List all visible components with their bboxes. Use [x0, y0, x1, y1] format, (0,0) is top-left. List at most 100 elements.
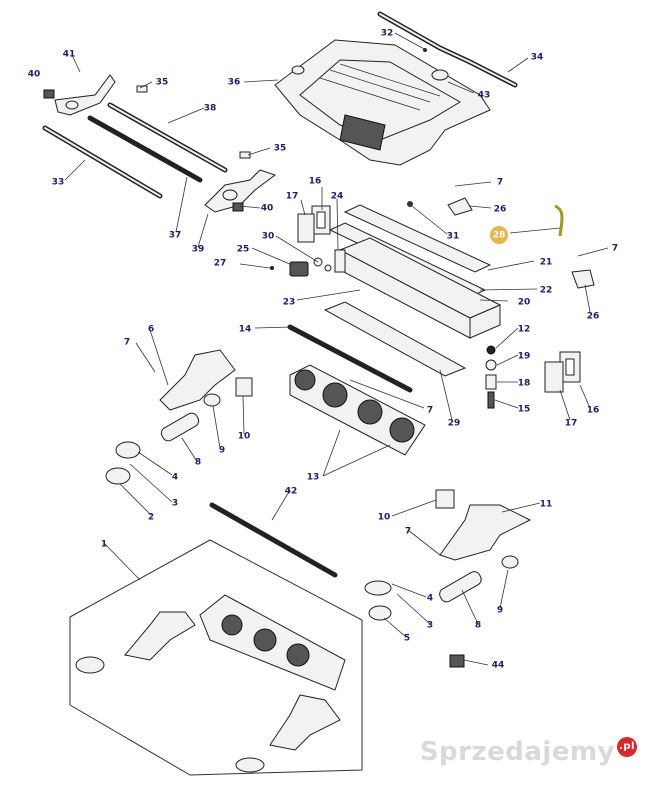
callout-7: 7 [612, 244, 618, 254]
callout-1: 1 [101, 540, 107, 550]
callout-40: 40 [261, 204, 274, 214]
callout-19: 19 [518, 352, 531, 362]
callout-10: 10 [238, 432, 251, 442]
callout-31: 31 [447, 232, 460, 242]
callout-7: 7 [497, 178, 503, 188]
hose-fitting-part-26a [447, 197, 473, 216]
callout-33: 33 [52, 178, 65, 188]
duct-frame-part-17b [544, 361, 564, 393]
callout-8: 8 [475, 621, 481, 631]
callout-14: 14 [239, 325, 252, 335]
gasket-part-8b [439, 571, 482, 603]
callout-3: 3 [172, 499, 178, 509]
callout-10: 10 [378, 513, 391, 523]
clip-part-40b [232, 202, 244, 212]
callout-37: 37 [169, 231, 182, 241]
duct-frame-part-16b [559, 351, 581, 383]
callout-26: 26 [494, 205, 507, 215]
callout-20: 20 [518, 298, 531, 308]
gasket-part-8a [160, 412, 200, 442]
seal-strip-part-42 [209, 502, 338, 578]
callout-4: 4 [427, 594, 433, 604]
roof-panel-part-36 [274, 39, 491, 166]
callout-16: 16 [587, 406, 600, 416]
callout-28-badge [490, 226, 508, 244]
callout-44: 44 [492, 661, 505, 671]
callout-26: 26 [587, 312, 600, 322]
callout-7: 7 [427, 406, 433, 416]
bracket-part-41 [54, 74, 116, 116]
screw-part-27 [270, 266, 274, 270]
callout-9: 9 [497, 606, 503, 616]
callout-12: 12 [518, 325, 531, 335]
clip-part-35a [136, 85, 148, 93]
callout-23: 23 [283, 298, 296, 308]
hose-part-28 [554, 204, 564, 237]
tray-part-29 [323, 301, 467, 377]
ring-part-9a [203, 393, 221, 407]
callout-27: 27 [214, 259, 227, 269]
callout-34: 34 [531, 53, 544, 63]
callout-18: 18 [518, 379, 531, 389]
watermark: Sprzedajemy.pl [420, 737, 637, 767]
callout-40: 40 [28, 70, 41, 80]
callout-3: 3 [427, 621, 433, 631]
leader-lines [64, 32, 609, 666]
valve-stack-part-12-19-18-15 [485, 345, 497, 409]
clip-part-44 [449, 654, 465, 668]
panel-part-21 [343, 204, 492, 273]
callout-25: 25 [237, 245, 250, 255]
rod-part-37 [87, 115, 203, 183]
duct-part-11 [439, 504, 532, 561]
callout-35: 35 [156, 78, 169, 88]
blower-housing-part-13 [289, 364, 426, 456]
callout-22: 22 [540, 286, 553, 296]
watermark-text: Sprzedajemy [419, 737, 615, 767]
callout-28: 28 [493, 231, 506, 241]
callout-39: 39 [192, 245, 205, 255]
callout-43: 43 [478, 91, 491, 101]
callout-8: 8 [195, 458, 201, 468]
bracket-part-39 [204, 169, 277, 213]
actuator-part-25 [289, 261, 309, 277]
hose-fitting-part-26b [571, 269, 595, 289]
seal-part-10b [435, 489, 455, 509]
callout-42: 42 [285, 487, 298, 497]
duct-frame-part-17a [297, 213, 315, 243]
callout-21: 21 [540, 258, 553, 268]
gear-part-30 [313, 257, 332, 272]
cap-part-5 [368, 605, 392, 621]
screw-part-31 [407, 201, 413, 207]
callout-6: 6 [148, 325, 154, 335]
clip-part-35b [239, 151, 251, 159]
duct-part-6 [159, 349, 236, 411]
callout-41: 41 [63, 50, 76, 60]
callout-11: 11 [540, 500, 553, 510]
callout-5: 5 [404, 634, 410, 644]
callout-30: 30 [262, 232, 275, 242]
cap-part-2 [105, 467, 131, 485]
plate-part-4b [364, 580, 392, 596]
callout-16: 16 [309, 177, 322, 187]
watermark-badge: .pl [617, 737, 637, 757]
callout-4: 4 [172, 473, 178, 483]
callout-36: 36 [228, 78, 241, 88]
callout-32: 32 [381, 29, 394, 39]
duct-frame-part-16a [311, 205, 331, 235]
rod-part-14 [287, 324, 413, 393]
plate-part-4a [115, 441, 141, 459]
callout-7: 7 [405, 527, 411, 537]
callout-35: 35 [274, 144, 287, 154]
callout-17: 17 [286, 192, 299, 202]
assembly-box-part-1 [69, 539, 363, 776]
callout-38: 38 [204, 104, 217, 114]
ring-part-9b [501, 555, 519, 569]
callout-17: 17 [565, 419, 578, 429]
callout-9: 9 [219, 446, 225, 456]
callout-13: 13 [307, 473, 320, 483]
seal-part-10a [235, 377, 253, 397]
callout-29: 29 [448, 419, 461, 429]
clip-part-40a [43, 89, 55, 99]
callout-24: 24 [331, 192, 344, 202]
